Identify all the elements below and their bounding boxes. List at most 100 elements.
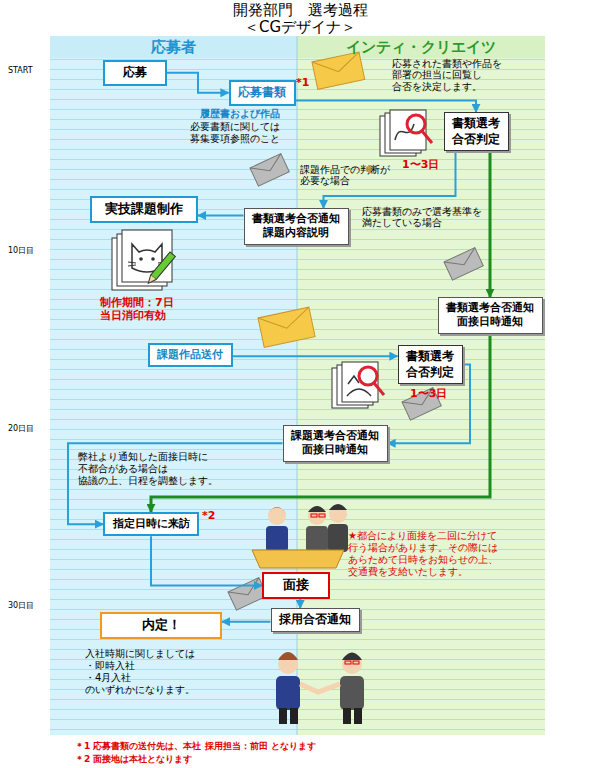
lane-header: インティ・クリエイツ (297, 36, 545, 58)
text-line: 必要な場合 (300, 175, 390, 186)
yellow-envelope (312, 52, 365, 89)
text-line: 制作期間：7日 (100, 296, 174, 309)
applicant-band-bg (50, 58, 297, 735)
box-label: 応募 (112, 65, 158, 81)
text-line: 入社時期に関しましては (85, 648, 195, 660)
interview-box: 面接 (262, 572, 330, 599)
day-marker: 10日目 (8, 246, 34, 256)
text-line: 書類選考合否通知 (252, 212, 341, 226)
text-line: 書類選考 (452, 116, 501, 132)
band-header-bg (50, 36, 297, 58)
process-box: 実技課題制作 (90, 196, 198, 223)
text-line: 合否判定 (452, 132, 501, 148)
box-label: 書類選考 合否判定 (452, 116, 501, 147)
notice-box: 書類選考合否通知 面接日時通知 (438, 297, 543, 334)
flow-arrow (151, 536, 262, 585)
process-box: 課題作品送付 (148, 343, 233, 367)
footnote: ＊1 応募書類の送付先は、本社 採用担当：前田 となります (75, 741, 316, 752)
note: 制作期間：7日 当日消印有効 (100, 296, 174, 322)
offer-box: 内定！ (100, 612, 222, 639)
text-line: 満たしている場合 (362, 217, 482, 228)
notice-box: 採用合否通知 (271, 608, 360, 632)
text-line: 当日消印有効 (100, 309, 174, 322)
flow-arrow (296, 101, 477, 112)
box-label: 応募書類 (238, 85, 287, 101)
text-line: 応募書類のみで選考基準を (362, 206, 482, 217)
notice-box: 課題選考合否通知 面接日時通知 (283, 425, 388, 462)
text-line: のいずれかになります。 (85, 684, 195, 696)
interview-scene (252, 504, 348, 568)
footnote-mark: *1 (296, 76, 309, 89)
day-marker: 30日目 (8, 601, 34, 611)
process-box: 応募 (103, 60, 167, 86)
text-line: ★都合により面接を二回に分けて (348, 530, 498, 542)
duration: 1〜3日 (410, 387, 447, 400)
footnote-mark: *2 (202, 509, 215, 522)
lane-header: 応募者 (50, 36, 297, 58)
box-label: 面接 (271, 577, 321, 594)
document-box: 応募書類 (229, 80, 296, 106)
box-label: 書類選考合否通知 面接日時通知 (446, 301, 535, 330)
box-label: 課題選考合否通知 面接日時通知 (291, 429, 380, 458)
company-band-bg (297, 58, 545, 735)
text-line: 募集要項参照のこと (190, 133, 280, 145)
box-label: 書類選考 合否判定 (406, 349, 455, 380)
flow-arrow (198, 214, 244, 216)
grey-envelope (444, 248, 483, 280)
text-line: 面接日時通知 (446, 315, 535, 329)
subtitle: ＜CGデザイナ＞ (244, 18, 356, 36)
flow-arrow (233, 355, 398, 357)
cat-drawing-icon (112, 230, 175, 290)
edge-label: 応募書類のみで選考基準を 満たしている場合 (362, 206, 482, 229)
handshake-scene (276, 652, 364, 724)
title: 開発部門 選考過程 (233, 1, 368, 19)
text-line: ・即時入社 (85, 660, 195, 672)
text-line: 交通費を支給いたします。 (348, 566, 498, 578)
note: 応募された書類や作品を 部署の担当に回覧し 合否を決定します。 (392, 58, 502, 92)
text-line: 書類選考 (406, 349, 455, 365)
note: ★都合により面接を二回に分けて 行う場合があります。その際には あらためて日時を… (348, 530, 498, 578)
box-label: 指定日時に来訪 (112, 517, 190, 531)
duration: 1〜3日 (402, 158, 439, 171)
text-line: 弊社より通知した面接日時に (78, 451, 218, 463)
text-line: 合否判定 (406, 365, 455, 381)
band-header-bg (297, 36, 545, 58)
flow-arrow (489, 151, 492, 297)
review-box: 書類選考 合否判定 (444, 112, 509, 151)
footnote: ＊2 面接地は本社となります (75, 754, 192, 765)
day-marker: START (8, 66, 33, 76)
text-line: 協議の上、日程を調整します。 (78, 475, 218, 487)
box-label: 内定！ (109, 617, 213, 634)
grey-envelope (250, 154, 289, 186)
text-line: 課題内容説明 (252, 226, 341, 240)
note: 履歴書および作品 (200, 108, 280, 120)
flow-arrow (299, 599, 301, 608)
text-line: 必要書類に関しては (190, 121, 280, 133)
yellow-envelope (258, 307, 315, 347)
text-line: ・4月入社 (85, 672, 195, 684)
text-line: 応募された書類や作品を (392, 58, 502, 69)
edge-label: 課題作品での判断が 必要な場合 (300, 164, 390, 187)
note: 弊社より通知した面接日時に 不都合がある場合は 協議の上、日程を調整します。 (78, 451, 218, 487)
documents-icon (380, 110, 432, 156)
text-line: 課題選考合否通知 (291, 429, 380, 443)
box-label: 実技課題制作 (99, 201, 189, 218)
text-line: 不都合がある場合は (78, 463, 218, 475)
box-label: 書類選考合否通知 課題内容説明 (252, 212, 341, 241)
text-line: 面接日時通知 (291, 443, 380, 457)
text-line: 行う場合があります。その際には (348, 542, 498, 554)
box-label: 課題作品送付 (157, 348, 224, 362)
text-line: 部署の担当に回覧し (392, 69, 502, 80)
box-label: 採用合否通知 (279, 612, 352, 628)
documents-icon (332, 362, 384, 408)
text-line: 合否を決定します。 (392, 81, 502, 92)
flow-arrow (222, 621, 271, 623)
notice-box: 書類選考合否通知 課題内容説明 (244, 208, 349, 245)
text-line: 課題作品での判断が (300, 164, 390, 175)
review-box: 書類選考 合否判定 (398, 345, 463, 384)
text-line: あらためて日時をお知らせの上、 (348, 554, 498, 566)
text-line: 書類選考合否通知 (446, 301, 535, 315)
process-box: 指定日時に来訪 (103, 512, 199, 536)
note: 入社時期に関しましては ・即時入社 ・4月入社 のいずれかになります。 (85, 648, 195, 696)
flow-arrow (167, 73, 229, 93)
